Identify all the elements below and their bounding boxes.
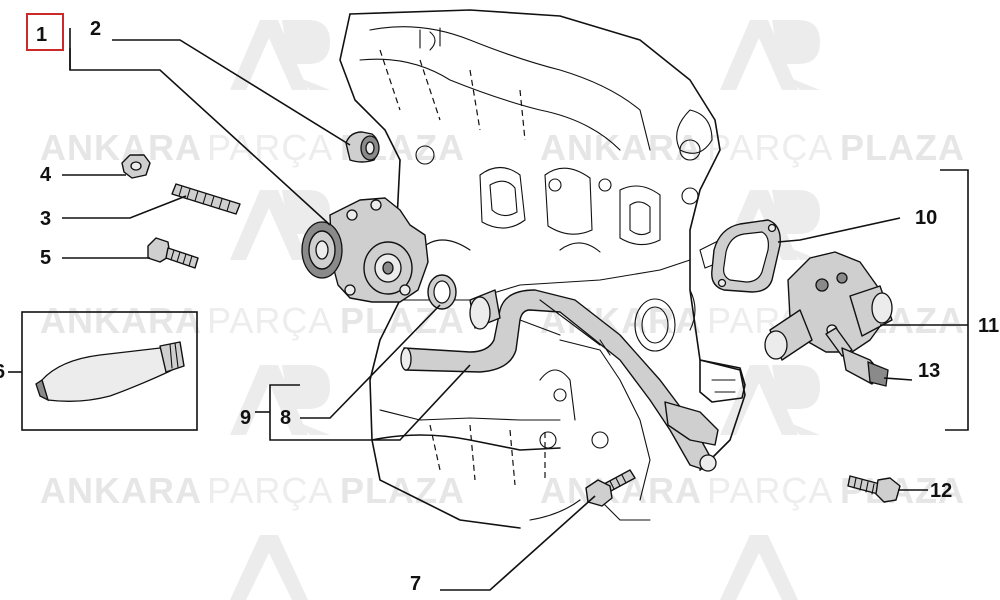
callout-7[interactable]: 7 [410,573,421,595]
watermark-word: PLAZA [840,127,965,168]
watermark-word: ANKARA [40,300,202,341]
part-bolt-lower [585,469,636,507]
watermark-word: PARÇA [207,127,333,168]
watermark-logo [230,535,308,600]
watermark-word: PARÇA [207,470,333,511]
callout-3[interactable]: 3 [40,208,51,230]
callout-13[interactable]: 13 [918,360,940,382]
part-stud [171,183,241,215]
watermark-logo [230,190,330,260]
part-gasket [711,219,781,293]
callout-6[interactable]: 6 [0,361,5,383]
part-idler-bushing [345,131,380,163]
callout-2[interactable]: 2 [90,18,101,40]
watermark-logo [230,365,330,435]
watermark-word: ANKARA [540,127,702,168]
callout-5[interactable]: 5 [40,247,51,269]
leader-lines [8,28,969,591]
callout-labels: 1 2 3 4 5 6 7 8 9 10 11 12 13 [0,18,999,595]
callout-highlight-box [26,13,64,51]
callout-1[interactable]: 1 [36,24,47,46]
part-temperature-sensor [825,327,889,387]
watermark-word: ANKARA [40,470,202,511]
part-sealant-tube [35,341,185,402]
watermark-logos [230,20,820,600]
engine-block-outline [339,9,746,529]
part-bolt-short [147,237,199,269]
watermark-word: PARÇA [707,127,833,168]
watermark-logo [720,365,820,435]
callout-10[interactable]: 10 [915,207,937,229]
watermark-word: ANKARA [40,127,202,168]
watermark-logo [720,535,798,600]
part-thermostat-housing [764,251,893,361]
callout-9[interactable]: 9 [240,407,251,429]
part-nut [121,154,151,179]
watermark-logo [230,20,330,90]
watermark-word: PARÇA [707,470,833,511]
part-bolt-right [847,475,901,503]
callout-12[interactable]: 12 [930,480,952,502]
callout-4[interactable]: 4 [40,164,52,186]
watermark-logo [720,20,820,90]
watermark-word: PARÇA [207,300,333,341]
part-water-pump [301,197,429,303]
part-coolant-pipe [400,289,719,472]
callout-8[interactable]: 8 [280,407,291,429]
callout-11[interactable]: 11 [978,315,999,337]
part-o-ring [427,274,457,310]
